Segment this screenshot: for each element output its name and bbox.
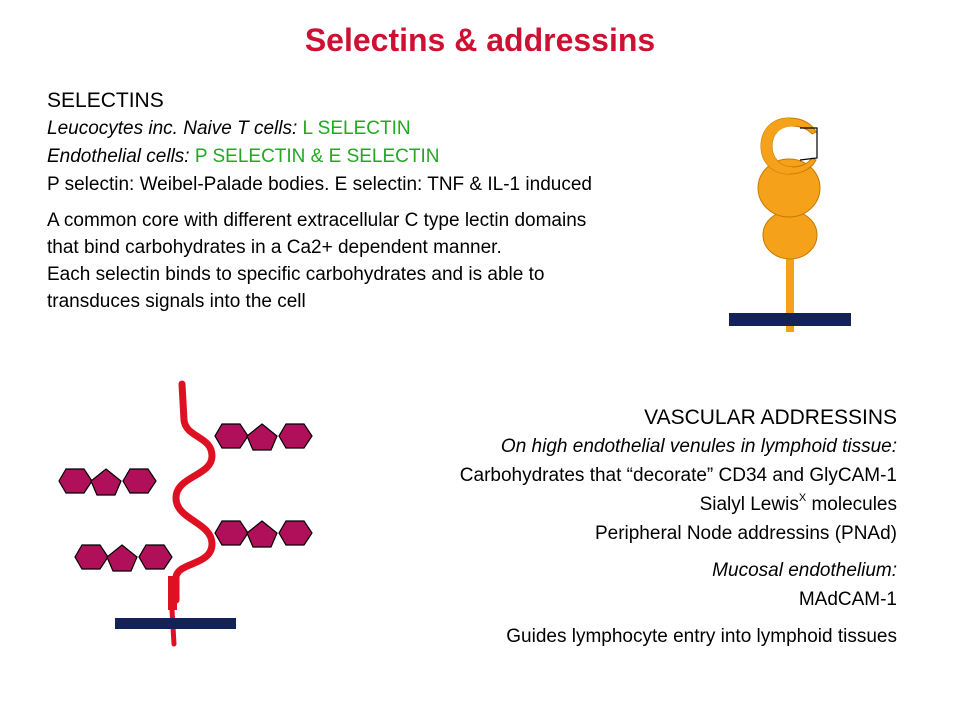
sugar-pentagon: [90, 468, 122, 496]
sugar-pentagon: [106, 544, 138, 572]
sugar-pentagon: [246, 423, 278, 451]
sugar-octagon: [214, 520, 249, 546]
sialyl-lewis-text: Sialyl Lewis: [699, 494, 799, 515]
selectins-leucocytes-line: Leucocytes inc. Naive T cells: L SELECTI…: [47, 115, 747, 143]
sugar-octagon: [122, 468, 157, 494]
page-title: Selectins & addressins: [304, 22, 656, 58]
selectins-section: SELECTINS Leucocytes inc. Naive T cells:…: [47, 87, 747, 315]
egf-domain: [757, 158, 821, 218]
sugar-octagon: [74, 544, 109, 570]
hev-line: On high endothelial venules in lymphoid …: [500, 436, 897, 457]
description-line: A common core with different extracellul…: [47, 210, 587, 231]
carbohydrate-chain: [74, 544, 173, 572]
selectins-description: A common core with different extracellul…: [47, 207, 747, 315]
sialyl-lewis-superscript: X: [798, 491, 807, 504]
lectin-domain: [760, 117, 817, 175]
transmembrane-segment: [168, 576, 177, 610]
mucin-backbone: [172, 380, 216, 604]
endothelial-label: Endothelial cells:: [47, 146, 190, 167]
pnad-line: Peripheral Node addressins (PNAd): [594, 523, 897, 544]
description-line: Each selectin binds to specific carbohyd…: [47, 264, 545, 285]
carbohydrates-line: Carbohydrates that “decorate” CD34 and G…: [459, 465, 897, 486]
sugar-pentagon: [246, 520, 278, 548]
leucocytes-label: Leucocytes inc. Naive T cells:: [47, 118, 298, 139]
lectin-pocket: [799, 127, 818, 161]
p-e-selectin-value: P SELECTIN & E SELECTIN: [189, 146, 440, 167]
sugar-octagon: [278, 423, 313, 449]
sugar-octagon: [278, 520, 313, 546]
sugar-octagon: [214, 423, 249, 449]
sialyl-lewis-line: Sialyl LewisX molecules: [337, 490, 897, 519]
selectins-heading: SELECTINS: [47, 89, 164, 112]
addressins-heading: VASCULAR ADDRESSINS: [644, 406, 897, 429]
mucosal-line: Mucosal endothelium:: [712, 560, 897, 581]
sugar-octagon: [138, 544, 173, 570]
cytoplasmic-tail: [169, 607, 177, 647]
carbohydrate-chain: [58, 468, 157, 496]
addressins-section: VASCULAR ADDRESSINS On high endothelial …: [337, 403, 897, 651]
madcam-line: MAdCAM-1: [798, 589, 897, 610]
l-selectin-value: L SELECTIN: [297, 118, 411, 139]
consensus-repeat-domain: [762, 210, 818, 260]
lectin-domain-fill: [761, 118, 796, 174]
description-line: that bind carbohydrates in a Ca2+ depend…: [47, 237, 502, 258]
selectin-stalk: [786, 240, 794, 332]
carbohydrate-chain: [214, 423, 313, 451]
sialyl-lewis-suffix: molecules: [806, 494, 897, 515]
carbohydrate-chain: [214, 520, 313, 548]
selectins-endothelial-line: Endothelial cells: P SELECTIN & E SELECT…: [47, 143, 747, 171]
sugar-octagon: [58, 468, 93, 494]
guides-line: Guides lymphocyte entry into lymphoid ti…: [506, 626, 897, 647]
cell-membrane-bar: [729, 313, 851, 326]
description-line: transduces signals into the cell: [47, 291, 306, 312]
cell-membrane-bar: [115, 618, 236, 629]
selectins-induction-line: P selectin: Weibel-Palade bodies. E sele…: [47, 174, 592, 195]
